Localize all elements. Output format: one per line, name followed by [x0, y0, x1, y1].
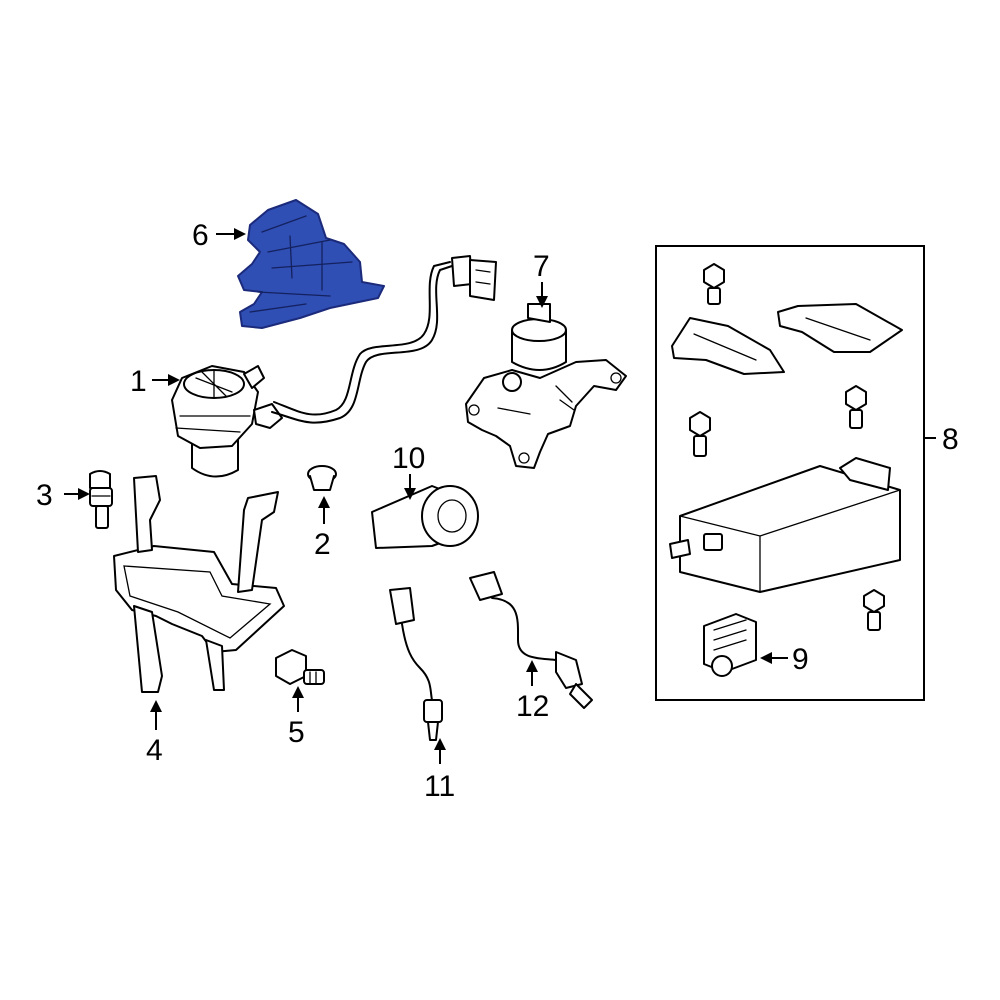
- callout-5: 5: [288, 716, 305, 749]
- part-5-bolt[interactable]: [275, 649, 325, 685]
- part-8-bracket-right-detail: [805, 317, 871, 341]
- part-1-seam: [175, 415, 251, 433]
- part-4-bracket[interactable]: [113, 475, 285, 693]
- part-4-leg: [133, 605, 163, 693]
- part-7-detail: [497, 385, 575, 415]
- part-2-grommet[interactable]: [307, 465, 337, 491]
- part-7-bracket: [465, 359, 627, 469]
- part-8-bracket-left: [671, 317, 785, 375]
- callout-12: 12: [516, 690, 549, 723]
- part-6-detail-lines: [249, 215, 353, 313]
- part-1-outlet: [243, 365, 265, 389]
- callout-4: 4: [146, 734, 163, 767]
- part-4-inner: [123, 565, 272, 639]
- part-8-bolt-mid-left: [689, 411, 711, 457]
- part-7-valve-assembly[interactable]: [465, 303, 627, 469]
- part-7-connector: [527, 303, 551, 323]
- part-1-fan-ribs: [195, 369, 233, 399]
- callout-2: 2: [314, 528, 331, 561]
- part-9-filter[interactable]: [703, 613, 757, 677]
- part-8-bolt-mid-right: [845, 385, 867, 429]
- part-1-air-pump[interactable]: [171, 365, 283, 478]
- part-6-body: [237, 199, 385, 329]
- part-8-bolt-top: [703, 263, 725, 305]
- part-7-hole-bottom: [518, 452, 530, 464]
- part-8-bolt-bottom: [863, 589, 885, 631]
- pump-connector: [451, 255, 497, 301]
- pump-harness-wire: [271, 265, 453, 424]
- part-8-bracket-right: [777, 303, 903, 353]
- callout-11: 11: [424, 770, 455, 803]
- callout-6: 6: [192, 219, 209, 252]
- part-7-hole-left: [468, 404, 480, 416]
- part-11-oxygen-sensor[interactable]: [389, 587, 443, 741]
- part-7-hole-right: [610, 372, 622, 384]
- part-4-post-left: [133, 475, 161, 553]
- callout-8: 8: [942, 423, 959, 456]
- part-8-canister[interactable]: [669, 457, 901, 593]
- part-10-hose[interactable]: [371, 485, 479, 549]
- part-3-plug[interactable]: [89, 470, 113, 529]
- callout-9: 9: [792, 643, 809, 676]
- part-1-pipe: [253, 403, 283, 429]
- part-8-bracket-left-detail: [693, 333, 757, 361]
- part-1-motor: [191, 439, 239, 478]
- callout-arrows: [64, 228, 936, 764]
- callout-3: 3: [36, 479, 53, 512]
- part-7-port: [502, 372, 522, 392]
- callout-10: 10: [392, 442, 425, 475]
- pump-harness-wire-inner: [273, 261, 451, 416]
- callout-1: 1: [130, 365, 147, 398]
- part-4-post-right: [237, 491, 279, 593]
- callout-7: 7: [533, 250, 550, 283]
- part-12-oxygen-sensor[interactable]: [469, 571, 593, 709]
- part-7-cap: [511, 318, 567, 342]
- part-4-leg-right: [205, 639, 225, 691]
- part-8-group-box: [655, 245, 925, 701]
- part-6-air-switching-valve[interactable]: [237, 199, 385, 329]
